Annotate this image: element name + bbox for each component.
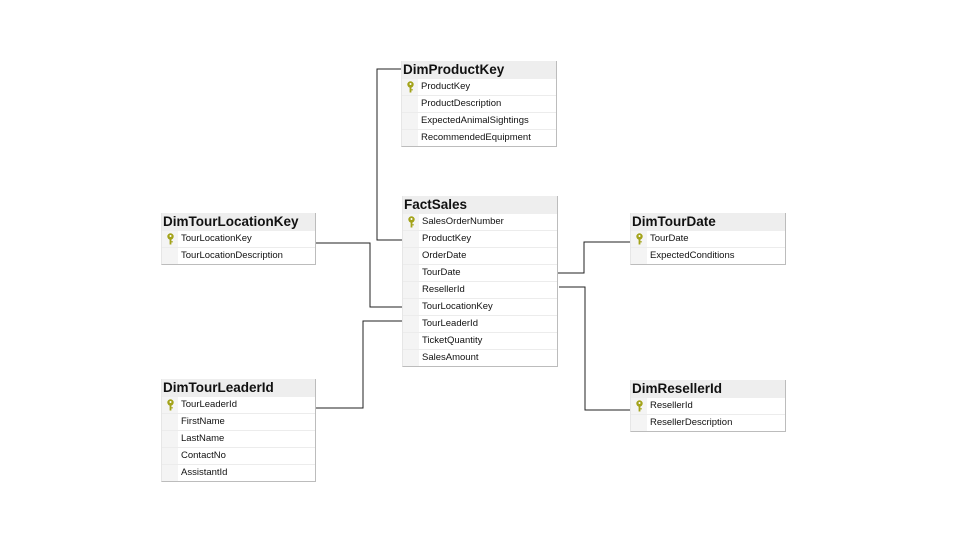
row-gutter xyxy=(631,415,647,431)
row-gutter xyxy=(403,282,419,298)
field-name: ExpectedConditions xyxy=(650,250,735,261)
field-row[interactable]: ContactNo xyxy=(162,448,315,465)
field-name: ExpectedAnimalSightings xyxy=(421,115,529,126)
row-gutter xyxy=(162,448,178,464)
row-gutter xyxy=(403,316,419,332)
row-gutter xyxy=(402,113,418,129)
field-row[interactable]: ResellerId xyxy=(631,398,785,415)
field-name: ResellerId xyxy=(650,400,693,411)
field-row[interactable]: ExpectedAnimalSightings xyxy=(402,113,556,130)
row-gutter xyxy=(631,248,647,264)
field-name: LastName xyxy=(181,433,225,444)
field-row[interactable]: SalesOrderNumber xyxy=(403,214,557,231)
field-name: TourLocationKey xyxy=(422,301,493,312)
row-gutter xyxy=(162,414,178,430)
relationship-line-location xyxy=(314,242,423,308)
field-row[interactable]: ProductDescription xyxy=(402,96,556,113)
field-row[interactable]: TourDate xyxy=(631,231,785,248)
primary-key-cell xyxy=(631,398,647,414)
field-name: SalesOrderNumber xyxy=(422,216,504,227)
primary-key-cell xyxy=(162,397,178,413)
field-row[interactable]: AssistantId xyxy=(162,465,315,481)
field-row[interactable]: ProductKey xyxy=(402,79,556,96)
row-gutter xyxy=(403,299,419,315)
field-name: TourLeaderId xyxy=(422,318,478,329)
field-row[interactable]: OrderDate xyxy=(403,248,557,265)
table-title: DimTourLeaderId xyxy=(162,379,315,397)
field-name: ResellerDescription xyxy=(650,417,733,428)
primary-key-cell xyxy=(403,214,419,230)
field-name: TourDate xyxy=(422,267,461,278)
field-row[interactable]: FirstName xyxy=(162,414,315,431)
field-name: SalesAmount xyxy=(422,352,479,363)
row-gutter xyxy=(162,465,178,481)
relationship-line-reseller xyxy=(559,286,630,411)
row-gutter xyxy=(403,333,419,349)
field-row[interactable]: ResellerDescription xyxy=(631,415,785,431)
row-gutter xyxy=(403,231,419,247)
primary-key-cell xyxy=(402,79,418,95)
field-row[interactable]: LastName xyxy=(162,431,315,448)
table-title: FactSales xyxy=(403,196,557,214)
primary-key-cell xyxy=(631,231,647,247)
field-row[interactable]: TourLocationKey xyxy=(162,231,315,248)
field-row[interactable]: ProductKey xyxy=(403,231,557,248)
table-title: DimResellerId xyxy=(631,380,785,398)
field-row[interactable]: RecommendedEquipment xyxy=(402,130,556,146)
field-row[interactable]: TicketQuantity xyxy=(403,333,557,350)
table-title: DimTourDate xyxy=(631,213,785,231)
relationship-line-leader xyxy=(314,320,412,409)
field-name: TourLocationKey xyxy=(181,233,252,244)
row-gutter xyxy=(402,96,418,112)
field-name: ProductKey xyxy=(422,233,472,244)
field-row[interactable]: SalesAmount xyxy=(403,350,557,366)
field-name: ProductDescription xyxy=(421,98,502,109)
row-gutter xyxy=(402,130,418,146)
row-gutter xyxy=(403,248,419,264)
field-name: TourLeaderId xyxy=(181,399,237,410)
field-row[interactable]: TourLeaderId xyxy=(162,397,315,414)
row-gutter xyxy=(403,350,419,366)
field-row[interactable]: TourDate xyxy=(403,265,557,282)
field-name: TicketQuantity xyxy=(422,335,483,346)
table-title: DimProductKey xyxy=(402,61,556,79)
field-row[interactable]: ExpectedConditions xyxy=(631,248,785,264)
field-name: RecommendedEquipment xyxy=(421,132,531,143)
field-name: OrderDate xyxy=(422,250,467,261)
field-name: ProductKey xyxy=(421,81,471,92)
field-name: AssistantId xyxy=(181,467,228,478)
row-gutter xyxy=(403,265,419,281)
field-name: TourLocationDescription xyxy=(181,250,283,261)
row-gutter xyxy=(162,431,178,447)
field-name: ResellerId xyxy=(422,284,465,295)
field-row[interactable]: ResellerId xyxy=(403,282,557,299)
table-title: DimTourLocationKey xyxy=(162,213,315,231)
field-row[interactable]: TourLocationKey xyxy=(403,299,557,316)
relationship-line-tourdate xyxy=(541,241,630,274)
relationship-line-product xyxy=(376,68,420,241)
field-row[interactable]: TourLocationDescription xyxy=(162,248,315,264)
field-name: TourDate xyxy=(650,233,689,244)
primary-key-cell xyxy=(162,231,178,247)
field-name: ContactNo xyxy=(181,450,226,461)
field-row[interactable]: TourLeaderId xyxy=(403,316,557,333)
row-gutter xyxy=(162,248,178,264)
field-name: FirstName xyxy=(181,416,225,427)
